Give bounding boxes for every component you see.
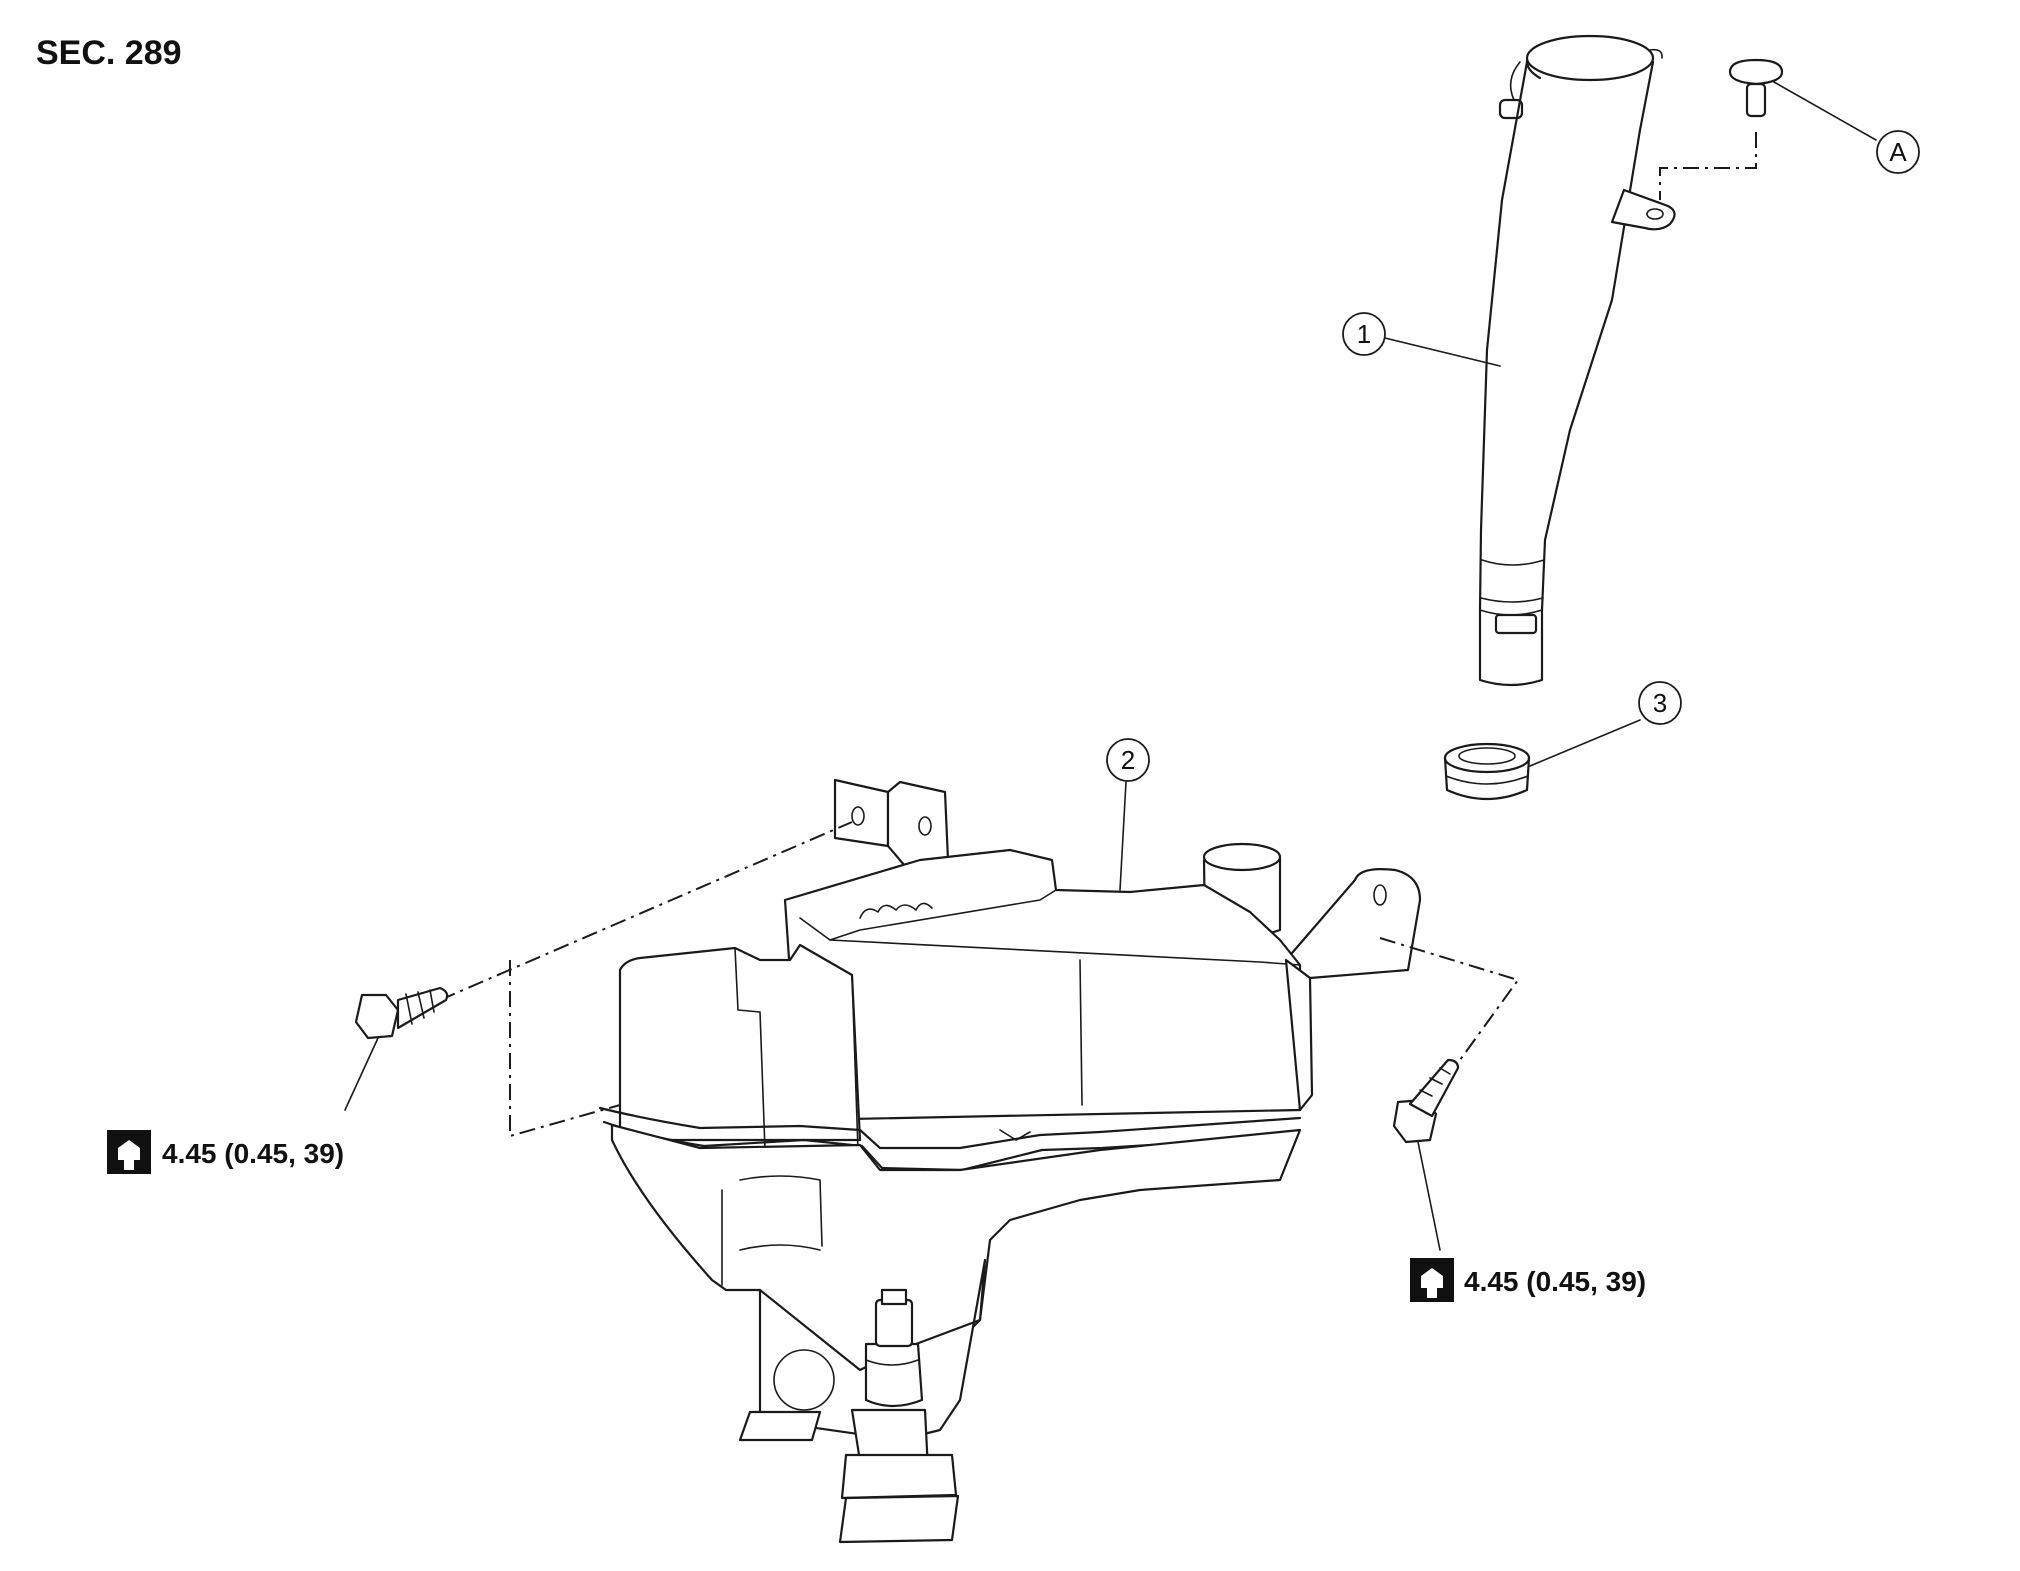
callout-a: A (1876, 130, 1920, 174)
torque-spec-left: 4.45 (0.45, 39) (107, 1130, 344, 1174)
callout-1-label: 1 (1357, 319, 1371, 349)
callout-3: 3 (1638, 681, 1682, 725)
callout-a-label: A (1889, 137, 1907, 167)
screw-right (1379, 937, 1520, 1144)
torque-wrench-icon (1410, 1258, 1454, 1302)
torque-wrench-icon (107, 1130, 151, 1174)
leader-2 (1119, 781, 1127, 891)
filler-tube (1478, 34, 1676, 687)
screw-left (354, 821, 853, 1138)
grommet (1443, 742, 1531, 801)
washer-tank (598, 778, 1422, 1544)
torque-value: 4.45 (0.45, 39) (162, 1138, 344, 1169)
callout-2-label: 2 (1121, 745, 1135, 775)
clip-a (1659, 58, 1784, 200)
callout-3-label: 3 (1653, 688, 1667, 718)
leader-torque-left (344, 1037, 379, 1111)
leader-1 (1384, 337, 1501, 367)
section-label: SEC. 289 (36, 34, 182, 72)
leader-3 (1529, 719, 1641, 767)
torque-value: 4.45 (0.45, 39) (1464, 1266, 1646, 1297)
callout-1: 1 (1342, 312, 1386, 356)
torque-spec-right: 4.45 (0.45, 39) (1410, 1258, 1646, 1302)
leader-a (1773, 81, 1877, 141)
leader-torque-right (1417, 1141, 1441, 1251)
callout-2: 2 (1106, 738, 1150, 782)
